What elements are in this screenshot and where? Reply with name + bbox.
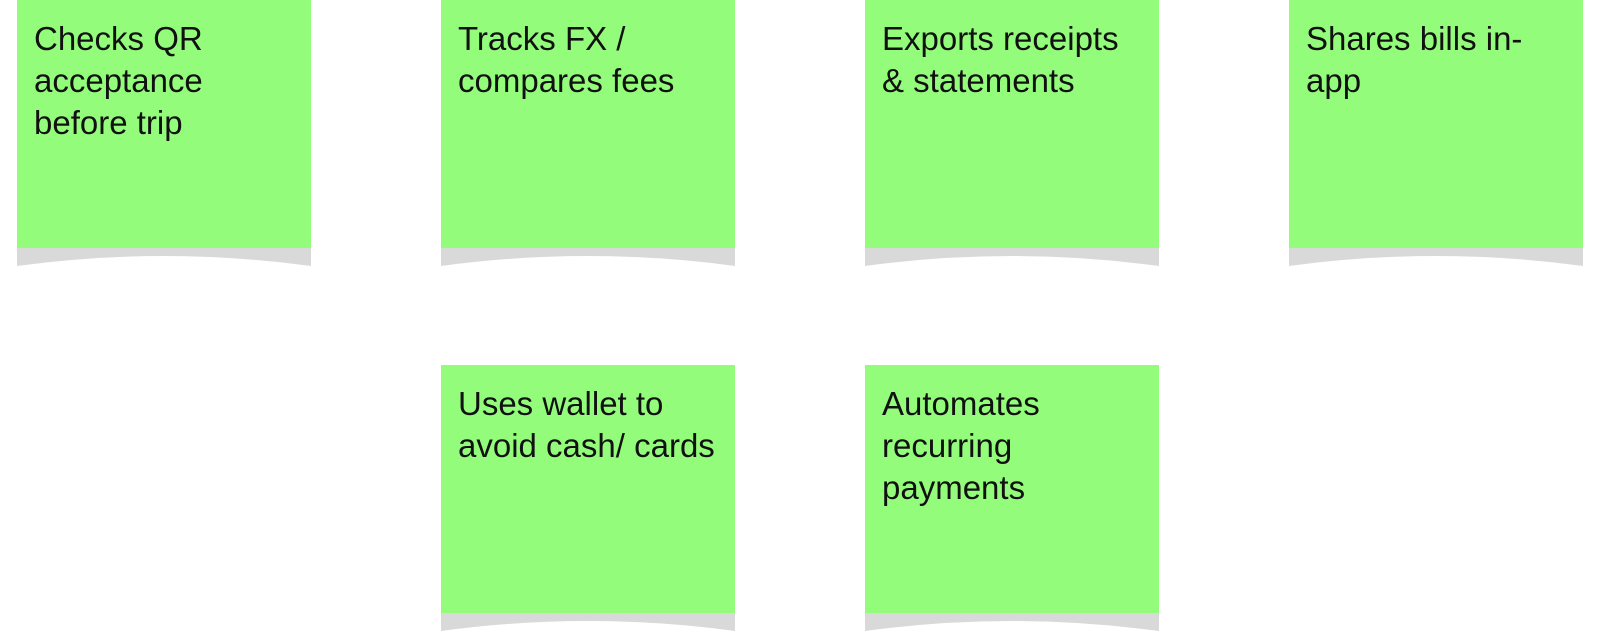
sticky-note[interactable]: Automates recurring payments <box>865 365 1159 631</box>
sticky-note-face: Exports receipts & statements <box>865 0 1159 250</box>
sticky-note-text: Shares bills in-app <box>1306 20 1523 99</box>
sticky-note-face: Tracks FX / compares fees <box>441 0 735 250</box>
sticky-note[interactable]: Tracks FX / compares fees <box>441 0 735 266</box>
sticky-note[interactable]: Exports receipts & statements <box>865 0 1159 266</box>
sticky-note-shadow <box>865 248 1159 266</box>
sticky-note[interactable]: Checks QR acceptance before trip <box>17 0 311 266</box>
sticky-note[interactable]: Shares bills in-app <box>1289 0 1583 266</box>
sticky-note-shadow <box>865 613 1159 631</box>
sticky-note-shadow <box>1289 248 1583 266</box>
sticky-note-face: Checks QR acceptance before trip <box>17 0 311 250</box>
sticky-note-shadow <box>17 248 311 266</box>
sticky-note-shadow <box>441 248 735 266</box>
sticky-note[interactable]: Uses wallet to avoid cash/ cards <box>441 365 735 631</box>
sticky-note-text: Uses wallet to avoid cash/ cards <box>458 385 715 464</box>
sticky-note-text: Automates recurring payments <box>882 385 1040 506</box>
sticky-note-text: Tracks FX / compares fees <box>458 20 675 99</box>
sticky-note-face: Uses wallet to avoid cash/ cards <box>441 365 735 615</box>
sticky-note-face: Automates recurring payments <box>865 365 1159 615</box>
sticky-note-text: Checks QR acceptance before trip <box>34 20 203 141</box>
sticky-note-face: Shares bills in-app <box>1289 0 1583 250</box>
sticky-note-shadow <box>441 613 735 631</box>
sticky-note-text: Exports receipts & statements <box>882 20 1119 99</box>
